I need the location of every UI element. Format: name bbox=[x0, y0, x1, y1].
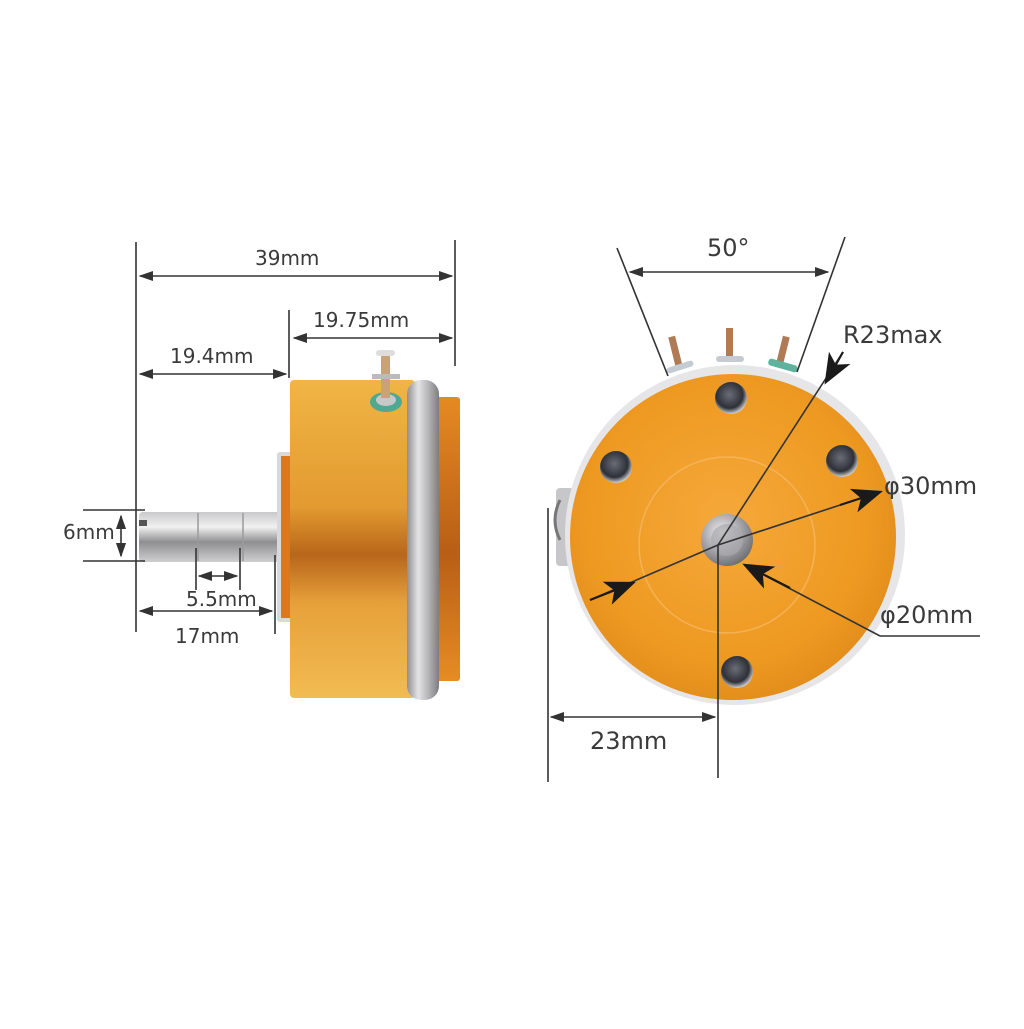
mount-hole bbox=[715, 382, 747, 414]
housing bbox=[290, 380, 415, 698]
shaft-diameter-label: 6mm bbox=[63, 520, 115, 544]
front-view-product bbox=[553, 328, 905, 705]
shaft-side-length-label: 19.4mm bbox=[170, 344, 254, 368]
overall-length-label: 39mm bbox=[255, 246, 320, 270]
side-view-product bbox=[139, 350, 460, 700]
terminal-angle-label: 50° bbox=[707, 234, 750, 262]
mount-hole bbox=[826, 445, 858, 477]
body-length-label: 19.75mm bbox=[313, 308, 410, 332]
inner-diameter-label: φ20mm bbox=[880, 601, 974, 629]
clamp-ring bbox=[407, 380, 439, 700]
max-radius-label: R23max bbox=[843, 321, 943, 349]
outer-diameter-label: φ30mm bbox=[884, 472, 978, 500]
front-view-dimensions bbox=[547, 236, 980, 782]
mount-hole bbox=[721, 656, 753, 688]
flat-length-label: 5.5mm bbox=[186, 587, 257, 611]
mount-hole bbox=[600, 451, 632, 483]
shaft-length-label: 17mm bbox=[175, 624, 240, 648]
center-offset-label: 23mm bbox=[590, 727, 668, 755]
side-view-dimensions bbox=[83, 240, 456, 634]
shaft bbox=[139, 512, 281, 562]
top-terminals bbox=[666, 328, 798, 374]
side-terminal bbox=[370, 350, 402, 412]
